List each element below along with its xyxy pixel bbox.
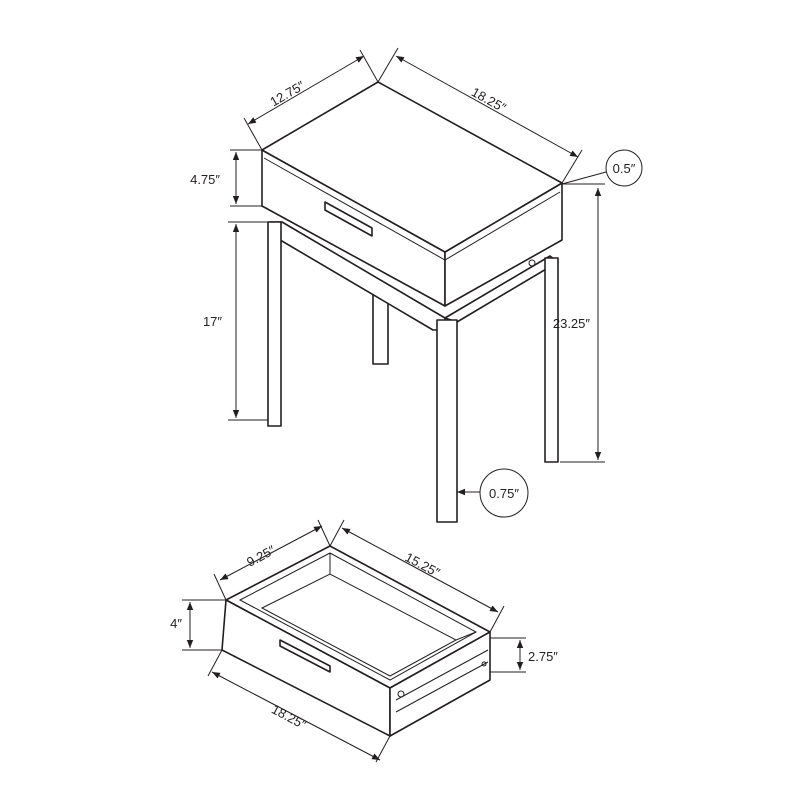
- drawer: [221, 545, 491, 737]
- left-leg: [267, 221, 282, 427]
- drawer-side-panel: [389, 631, 491, 737]
- label-total-height: 23.25″: [553, 316, 591, 331]
- callout-circle-leg: [479, 468, 529, 518]
- label-inner-height: 2.75″: [528, 649, 558, 664]
- right-leg: [544, 257, 559, 463]
- label-inner-width: 15.25″: [403, 549, 443, 580]
- drawer-handle: [324, 201, 373, 237]
- label-front-width: 18.25″: [269, 702, 309, 733]
- end-table: [261, 81, 563, 523]
- callout-circle-top: [605, 149, 643, 187]
- label-inner-depth: 9.25″: [244, 542, 278, 569]
- label-top-depth: 12.75″: [267, 78, 307, 110]
- label-top-width: 18.25″: [469, 84, 509, 115]
- label-top-thickness: 0.5″: [613, 161, 636, 176]
- label-drawer-height: 4″: [170, 616, 182, 631]
- label-drawer-height: 4.75″: [190, 172, 220, 187]
- label-leg-size: 0.75″: [489, 486, 519, 501]
- front-leg: [436, 319, 458, 523]
- label-leg-clearance: 17″: [203, 314, 222, 329]
